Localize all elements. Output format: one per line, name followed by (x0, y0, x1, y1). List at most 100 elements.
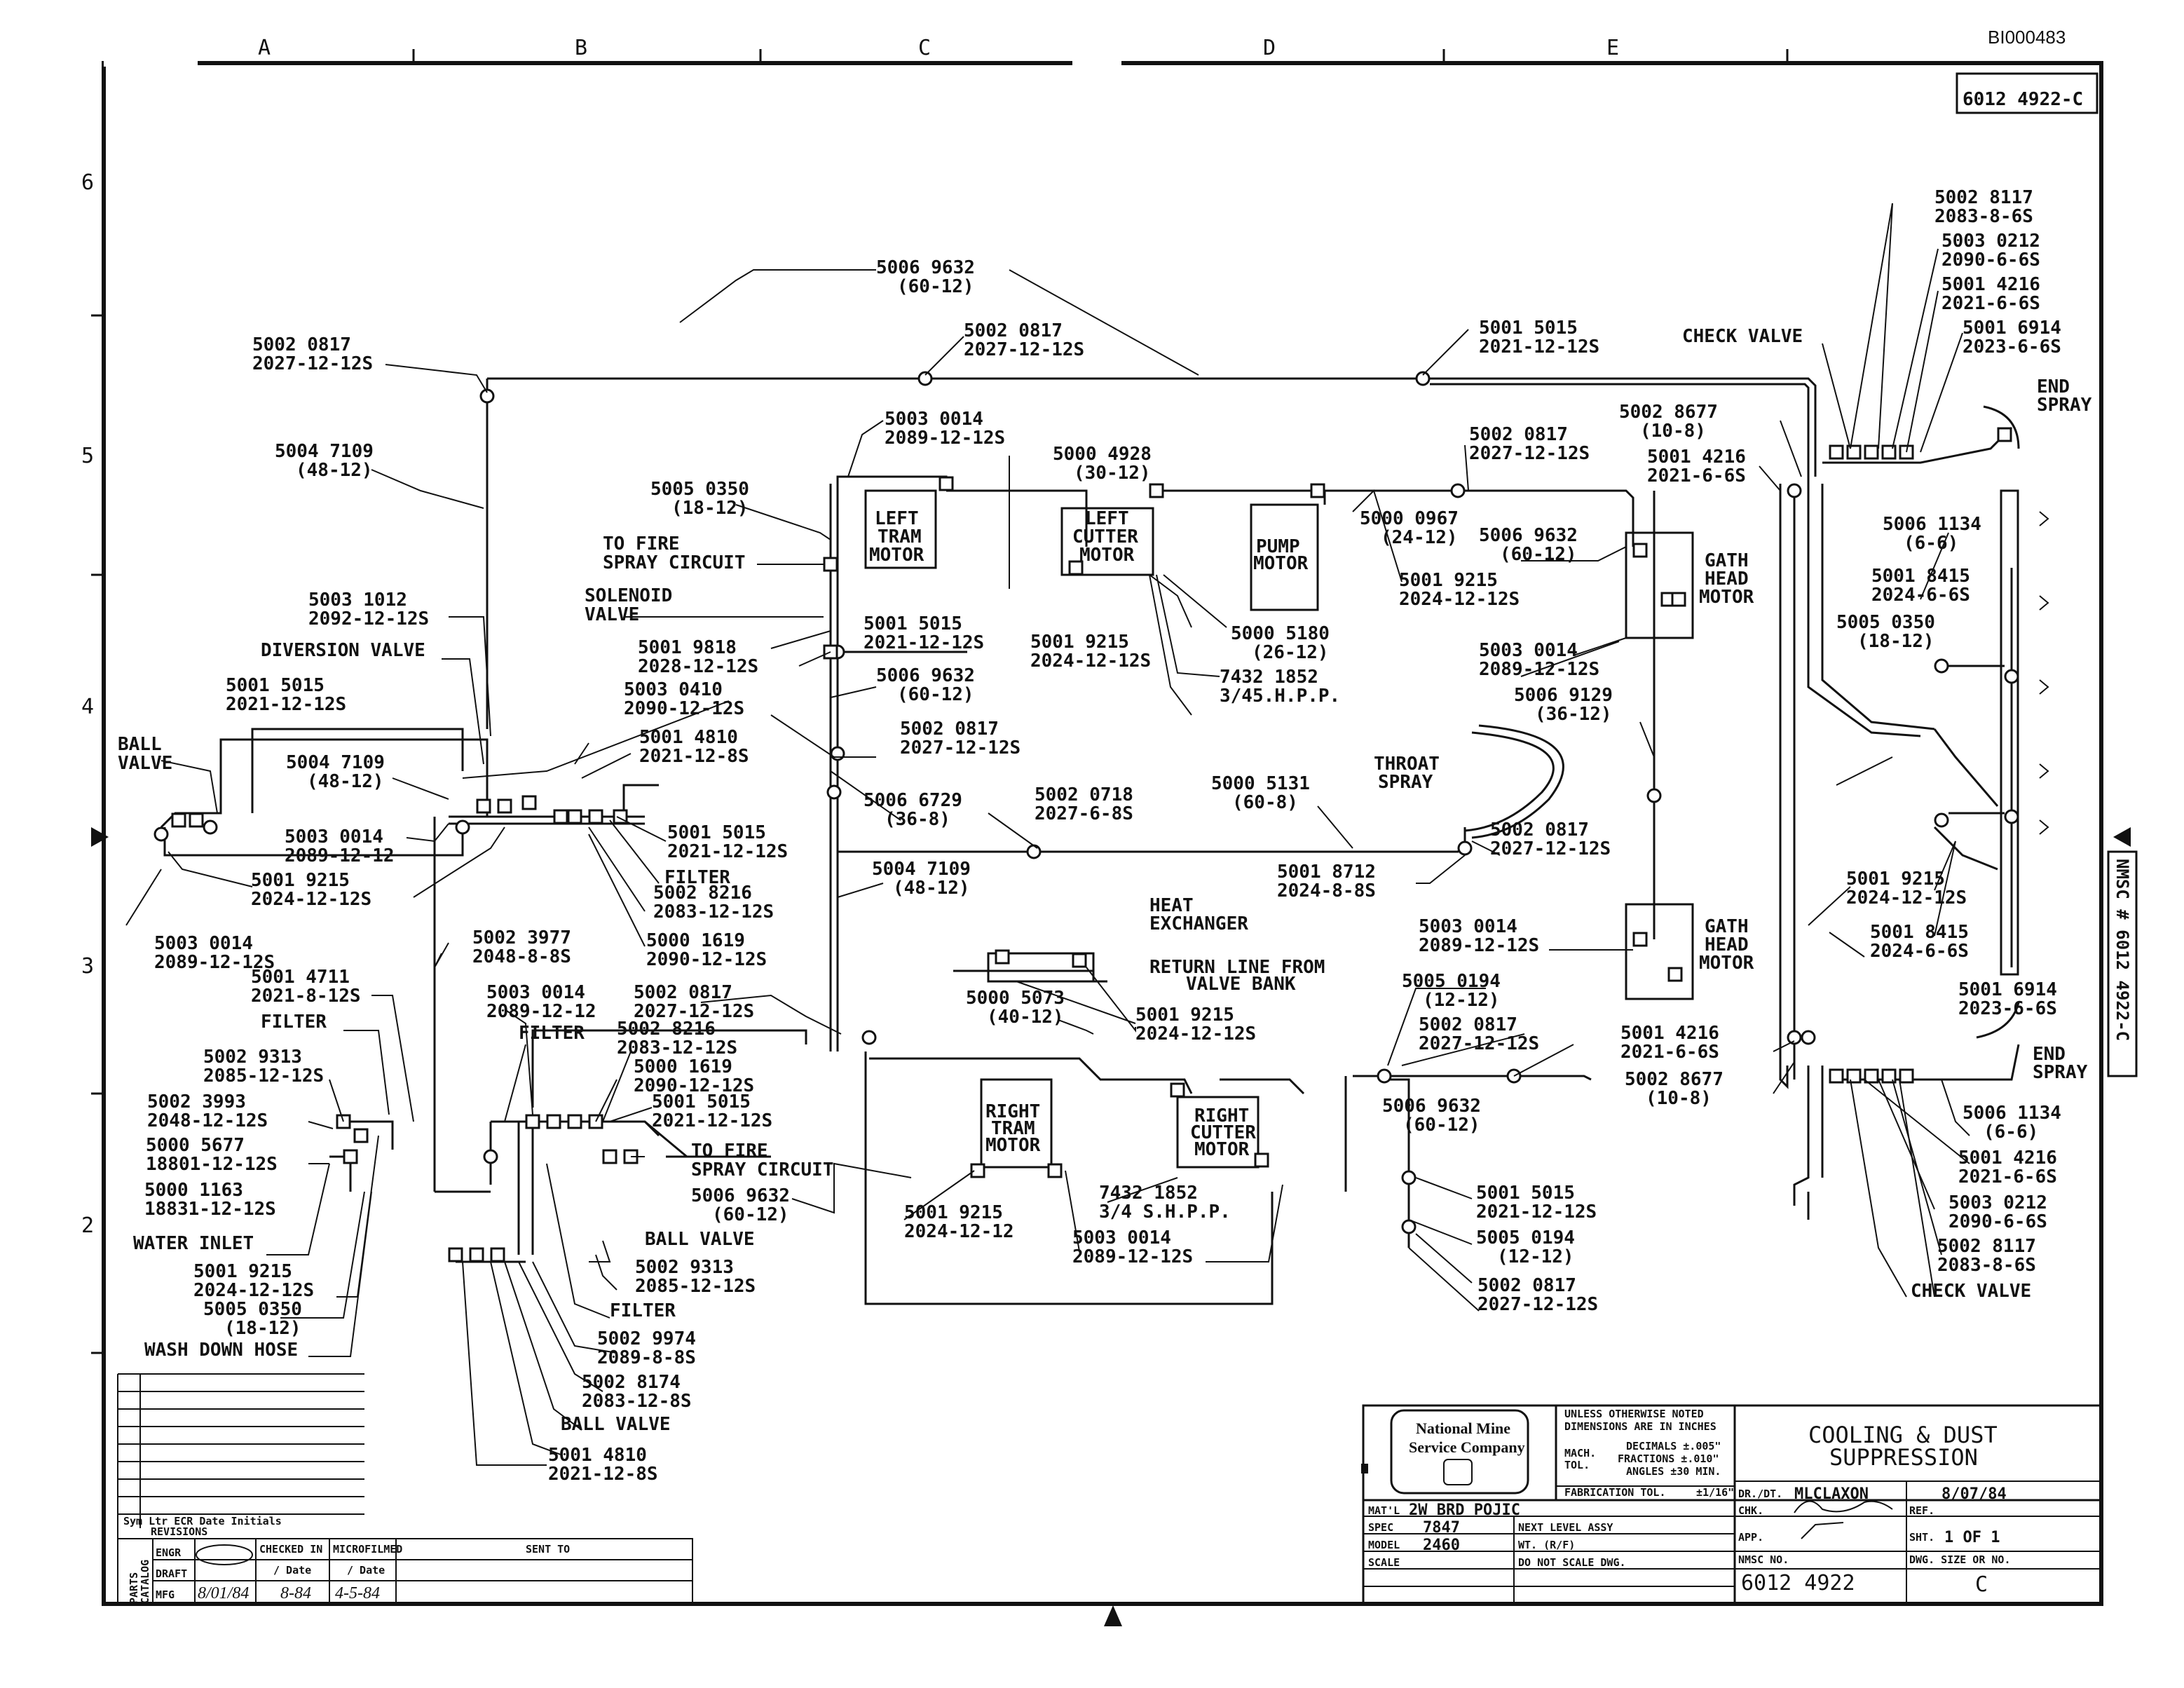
pipe-fitting-block (567, 809, 582, 824)
pipe-fitting-block (1829, 1068, 1844, 1084)
heat-exchanger-label-2: EXCHANGER (1149, 913, 1248, 934)
callout-line: 2089-12-12 (285, 845, 395, 866)
callout-line: 5001 9215 (193, 1261, 292, 1282)
callout-line: 5003 0014 (885, 409, 983, 430)
pipe-fitting-block (995, 949, 1010, 965)
callout-line: 2089-8-8S (597, 1347, 696, 1368)
gath-head-motor-lower-label-2: HEAD (1705, 934, 1749, 955)
callout-line: 2085-12-12S (635, 1276, 756, 1297)
callout-line: 5002 9313 (635, 1257, 734, 1278)
left-cutter-motor-label-2: CUTTER (1072, 526, 1138, 547)
callout-c30: 5000 5180(26-12) (1231, 623, 1330, 663)
tb-spec: 7847 (1423, 1519, 1460, 1537)
callout-line: 2027-12-12S (1469, 443, 1590, 464)
callout-line: 2024-12-12S (1846, 887, 1967, 908)
right-cutter-motor-label-3: MOTOR (1194, 1139, 1250, 1160)
drawing-id-stamp: BI000483 (1988, 27, 2066, 48)
callout-line: 5002 0817 (252, 334, 351, 355)
callout-c67: FILTER (519, 1023, 585, 1044)
pipe-fitting (483, 1149, 498, 1164)
callout-line: 5000 4928 (1053, 444, 1152, 465)
callout-line: 5003 0014 (285, 826, 383, 848)
callout-c93: 5005 0350(18-12) (203, 1299, 302, 1339)
right-tram-motor-label-1: RIGHT (985, 1101, 1040, 1122)
tb-date: 8/07/84 (1941, 1485, 2007, 1503)
callout-c42: 5006 6729(36-8) (864, 790, 962, 830)
callout-c74: 5002 8677(10-8) (1625, 1069, 1724, 1109)
callout-line: 5001 8415 (1870, 922, 1969, 943)
callout-line: TO FIRE (691, 1141, 768, 1162)
callout-line: 5004 7109 (872, 859, 971, 880)
rev-entry-1: 8/01/84 (198, 1584, 249, 1602)
callout-line: (6-6) (1984, 1122, 2038, 1143)
zone-row-3: 3 (81, 954, 94, 979)
callout-line: 5003 0212 (1941, 231, 2040, 252)
spray-nozzle-mark (2039, 511, 2049, 526)
pipe-fitting-block (1829, 444, 1844, 460)
callout-line: 5001 4216 (1647, 447, 1746, 468)
callout-line: 2024-6-6S (1871, 585, 1970, 606)
callout-line: (12-12) (1423, 990, 1500, 1011)
tb-sht-label: SHT. (1909, 1531, 1934, 1544)
end-spray-upper-label-2: SPRAY (2037, 395, 2092, 416)
callout-line: 2021-12-12S (864, 632, 984, 653)
tb-wt-label: WT. (R/F) (1518, 1539, 1575, 1551)
callout-line: 5001 9215 (251, 870, 350, 891)
callout-line: 5004 7109 (286, 752, 385, 773)
callout-line: 2027-12-12S (1419, 1033, 1539, 1054)
tb-sheet: 1 OF 1 (1944, 1529, 2000, 1546)
callout-line: 5002 8117 (1937, 1236, 2036, 1257)
tb-app-label: APP. (1738, 1531, 1763, 1544)
rev-entry-2: 8-84 (280, 1584, 311, 1602)
callout-line: 2027-6-8S (1035, 803, 1133, 824)
callout-line: 2083-12-12S (617, 1037, 737, 1059)
callout-line: 2024-12-12S (251, 889, 371, 910)
pipe-fitting (1646, 788, 1662, 803)
spray-nozzle-mark (2039, 595, 2049, 611)
callout-line: 5002 8677 (1619, 402, 1718, 423)
callout-line: 2024-12-12S (193, 1280, 314, 1301)
pipe-fitting-block (469, 1247, 484, 1262)
pipe-fitting (479, 388, 495, 404)
callout-line: 2021-12-12S (1476, 1202, 1597, 1223)
callout-line: (40-12) (987, 1007, 1064, 1028)
callout-line: FILTER (519, 1023, 585, 1044)
callout-line: 5001 5015 (864, 613, 962, 634)
callout-c19: 5006 9632(60-12) (1479, 525, 1578, 565)
callout-line: 18831-12-12S (144, 1199, 276, 1220)
gath-head-motor-upper-box (1625, 531, 1694, 639)
pipe-fitting-block (1632, 932, 1648, 947)
pipe-fitting (917, 371, 933, 386)
corner-drawing-number: 6012 4922-C (1963, 89, 2083, 110)
callout-line: 5003 0212 (1948, 1192, 2047, 1213)
callout-line: 5000 5677 (146, 1135, 245, 1156)
callout-line: FILTER (664, 867, 730, 888)
tb-ref-label: REF. (1909, 1504, 1934, 1517)
pipe-fitting-block (521, 795, 537, 810)
pipe-fitting (1401, 1170, 1417, 1185)
callout-line: VALVE (585, 604, 639, 625)
return-line-label-2: VALVE BANK (1186, 974, 1296, 995)
callout-line: SOLENOID (585, 585, 672, 606)
callout-line: 5001 5015 (226, 675, 325, 696)
pipe-fitting-block (353, 1128, 369, 1143)
